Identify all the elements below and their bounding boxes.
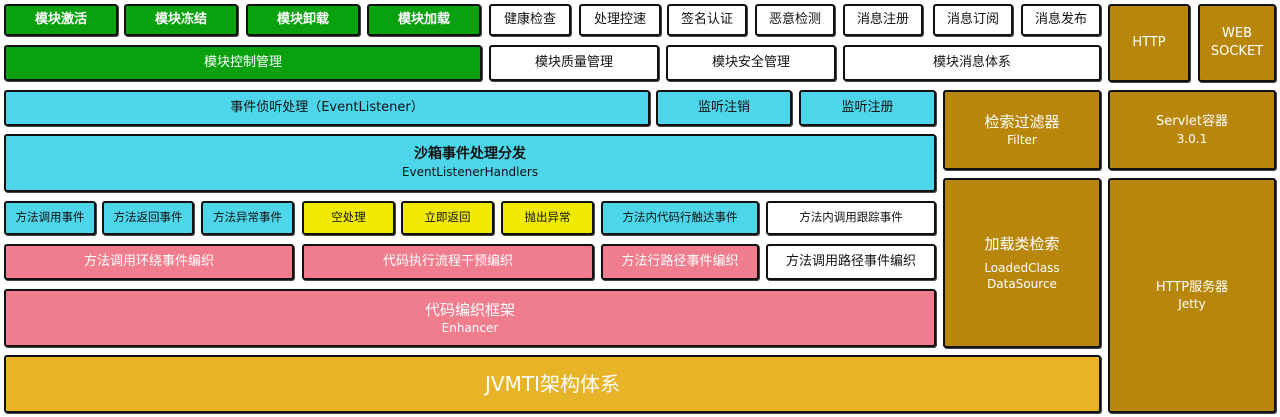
websocket-label-line1: WEB <box>1222 26 1252 42</box>
http-server-title: HTTP服务器 <box>1155 279 1229 295</box>
around-weaving-label: 方法调用环绕事件编织 <box>83 254 214 270</box>
code-weaving-framework: 代码编织框架 Enhancer <box>4 289 936 347</box>
method-exception-event-label: 方法异常事件 <box>213 210 282 225</box>
throw-exception-label: 抛出异常 <box>524 210 571 225</box>
immediate-return: 立即返回 <box>401 201 494 235</box>
sandbox-event-dispatch-subtitle: EventListenerHandlers <box>401 165 539 180</box>
module-security-management-label: 模块安全管理 <box>711 55 790 71</box>
jvmti-architecture: JVMTI架构体系 <box>4 355 1101 413</box>
module-control-management-label: 模块控制管理 <box>203 55 282 71</box>
signature-auth-label: 签名认证 <box>680 12 733 28</box>
http-label: HTTP <box>1132 35 1166 51</box>
empty-handling: 空处理 <box>302 201 395 235</box>
listener-unregister: 监听注销 <box>656 90 792 126</box>
method-call-event-label: 方法调用事件 <box>15 210 85 225</box>
health-check: 健康检查 <box>489 4 571 36</box>
sandbox-event-dispatch: 沙箱事件处理分发 EventListenerHandlers <box>4 134 936 192</box>
search-filter-subtitle: Filter <box>1007 133 1037 148</box>
http-module: HTTP <box>1108 4 1190 82</box>
http-server-subtitle: Jetty <box>1178 297 1206 312</box>
module-quality-management-label: 模块质量管理 <box>534 55 613 71</box>
message-register-label: 消息注册 <box>856 12 909 28</box>
module-activate-label: 模块激活 <box>34 12 87 28</box>
call-path-weaving: 方法调用路径事件编织 <box>766 244 936 280</box>
loaded-class-search-title: 加载类检索 <box>984 234 1060 253</box>
module-unload-label: 模块卸载 <box>276 12 329 28</box>
jvmti-architecture-title: JVMTI架构体系 <box>485 371 620 396</box>
search-filter-title: 检索过滤器 <box>984 112 1060 131</box>
message-subscribe: 消息订阅 <box>933 4 1013 36</box>
code-weaving-framework-subtitle: Enhancer <box>441 321 499 336</box>
message-subscribe-label: 消息订阅 <box>946 12 999 28</box>
malware-detect-label: 恶意检测 <box>768 12 821 28</box>
module-freeze-label: 模块冻结 <box>154 12 207 28</box>
module-message-system-label: 模块消息体系 <box>932 55 1011 71</box>
websocket-module: WEB SOCKET <box>1198 4 1276 82</box>
module-security-management: 模块安全管理 <box>666 45 836 81</box>
loaded-class-search: 加载类检索 LoadedClass DataSource <box>943 178 1101 348</box>
method-return-event-label: 方法返回事件 <box>113 210 183 225</box>
websocket-label-line2: SOCKET <box>1210 44 1264 59</box>
listener-register: 监听注册 <box>799 90 936 126</box>
module-unload: 模块卸载 <box>246 4 360 36</box>
line-reached-event: 方法内代码行触达事件 <box>601 201 759 235</box>
module-load-label: 模块加载 <box>397 12 450 28</box>
module-quality-management: 模块质量管理 <box>489 45 659 81</box>
module-load: 模块加载 <box>367 4 481 36</box>
event-listener-handling: 事件侦听处理（EventListener） <box>4 90 650 126</box>
method-exception-event: 方法异常事件 <box>201 201 294 235</box>
loaded-class-search-sub2: DataSource <box>987 277 1057 292</box>
servlet-container: Servlet容器 3.0.1 <box>1108 90 1276 170</box>
module-activate: 模块激活 <box>4 4 118 36</box>
empty-handling-label: 空处理 <box>331 210 366 225</box>
throw-exception: 抛出异常 <box>501 201 594 235</box>
call-trace-event: 方法内调用跟踪事件 <box>766 201 936 235</box>
module-message-system: 模块消息体系 <box>843 45 1101 81</box>
line-path-weaving-label: 方法行路径事件编织 <box>621 254 739 270</box>
search-filter: 检索过滤器 Filter <box>943 90 1101 170</box>
method-call-event: 方法调用事件 <box>4 201 96 235</box>
call-path-weaving-label: 方法调用路径事件编织 <box>785 254 916 270</box>
immediate-return-label: 立即返回 <box>424 210 471 225</box>
loaded-class-search-sub1: LoadedClass <box>984 260 1060 275</box>
line-path-weaving: 方法行路径事件编织 <box>601 244 759 280</box>
health-check-label: 健康检查 <box>503 12 556 28</box>
flow-intervention-weaving-label: 代码执行流程干预编织 <box>382 254 513 270</box>
message-publish: 消息发布 <box>1021 4 1101 36</box>
signature-auth: 签名认证 <box>667 4 747 36</box>
http-server-jetty: HTTP服务器 Jetty <box>1108 178 1276 413</box>
around-weaving: 方法调用环绕事件编织 <box>4 244 294 280</box>
call-trace-event-label: 方法内调用跟踪事件 <box>799 210 903 225</box>
rate-control-label: 处理控速 <box>593 12 646 28</box>
module-freeze: 模块冻结 <box>124 4 238 36</box>
servlet-container-subtitle: 3.0.1 <box>1176 131 1208 146</box>
sandbox-event-dispatch-title: 沙箱事件处理分发 <box>414 146 526 163</box>
code-weaving-framework-title: 代码编织框架 <box>424 300 515 319</box>
servlet-container-title: Servlet容器 <box>1156 114 1228 130</box>
method-return-event: 方法返回事件 <box>102 201 194 235</box>
flow-intervention-weaving: 代码执行流程干预编织 <box>302 244 594 280</box>
module-control-management: 模块控制管理 <box>4 45 482 81</box>
message-publish-label: 消息发布 <box>1034 12 1087 28</box>
event-listener-handling-label: 事件侦听处理（EventListener） <box>230 100 424 116</box>
listener-unregister-label: 监听注销 <box>697 100 750 116</box>
listener-register-label: 监听注册 <box>841 100 894 116</box>
message-register: 消息注册 <box>843 4 923 36</box>
rate-control: 处理控速 <box>579 4 661 36</box>
line-reached-event-label: 方法内代码行触达事件 <box>622 210 738 225</box>
malware-detect: 恶意检测 <box>755 4 835 36</box>
